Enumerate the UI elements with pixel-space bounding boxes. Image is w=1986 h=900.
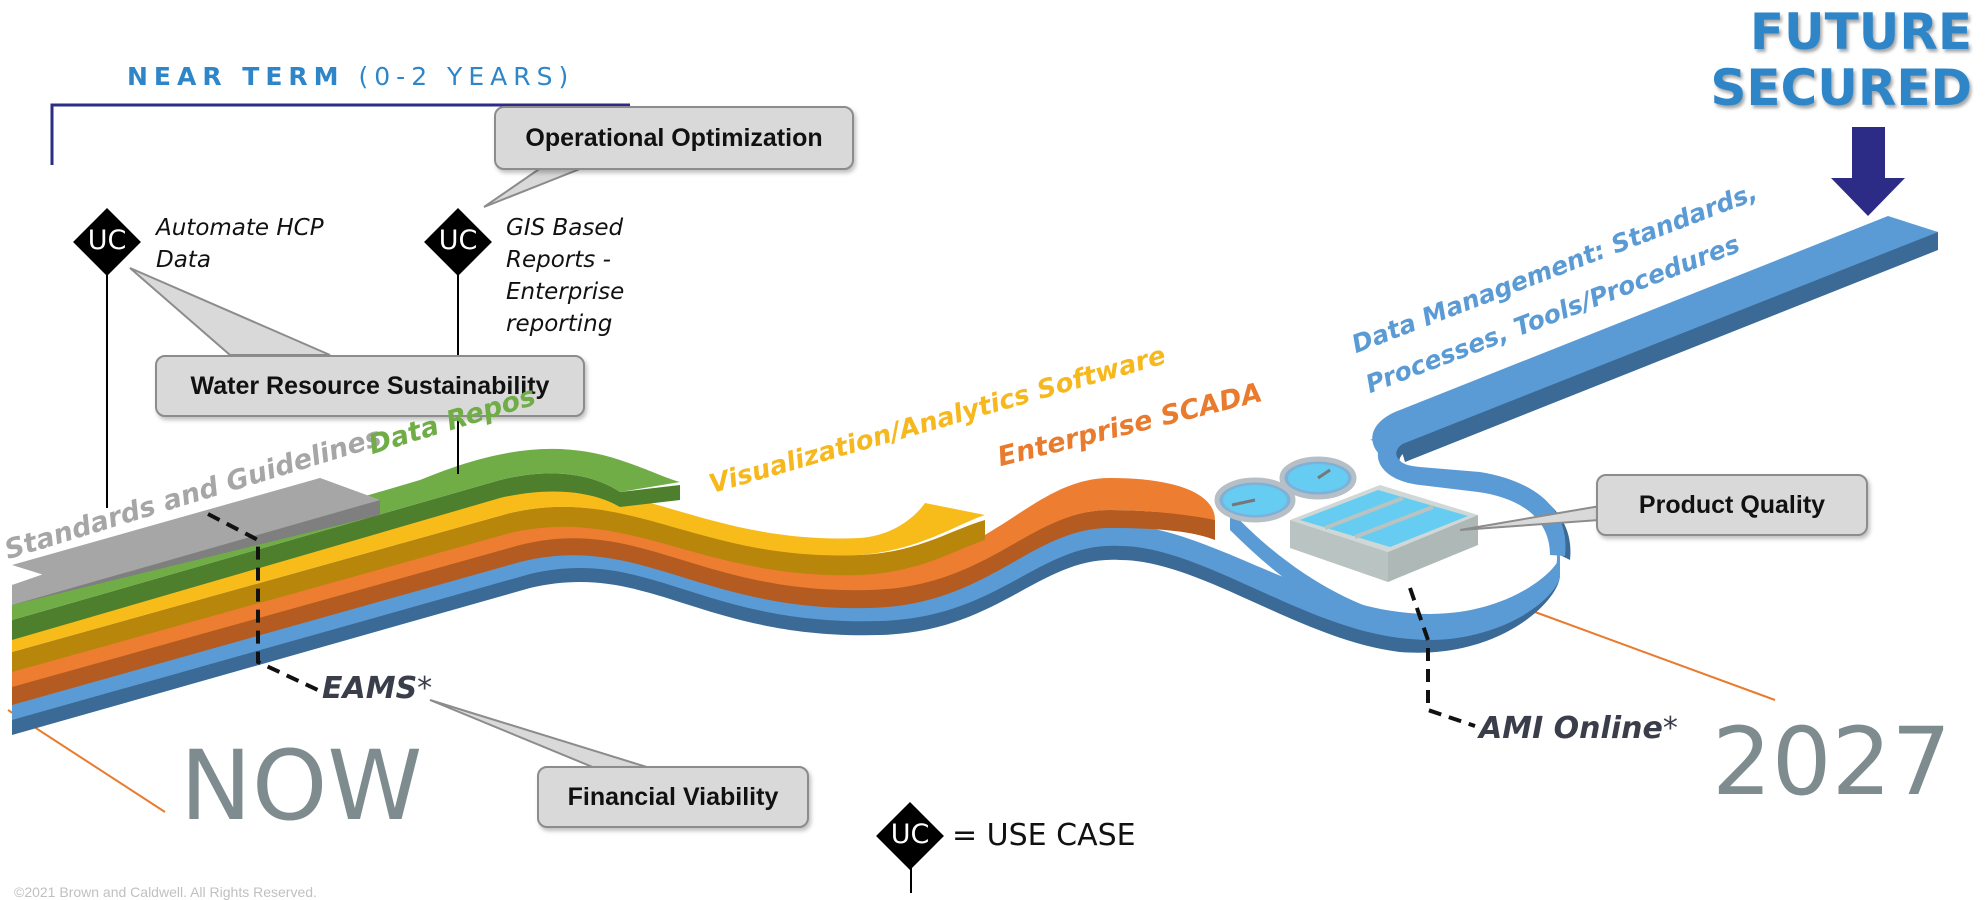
near-term-heading: NEAR TERM (0-2 YEARS)	[127, 62, 574, 91]
timeline-end-year: 2027	[1712, 708, 1952, 817]
near-term-bracket	[50, 103, 630, 165]
system-eams-asterisk: *	[417, 671, 433, 706]
system-ami-name: AMI Online	[1479, 711, 1663, 746]
uc-badge-text: UC	[438, 225, 478, 256]
visualization-road	[12, 488, 985, 672]
uc-badge-text: UC	[87, 225, 127, 256]
near-term-bold: NEAR TERM	[127, 62, 345, 91]
eams-connector	[207, 512, 319, 692]
system-eams-name: EAMS	[322, 671, 418, 706]
treatment-plant-graphic	[1214, 456, 1478, 582]
future-line-2: SECURED	[1710, 59, 1972, 117]
copyright-text: ©2021 Brown and Caldwell. All Rights Res…	[14, 884, 317, 900]
future-line-1: FUTURE	[1749, 3, 1972, 61]
future-secured-title: FUTURE SECURED	[1710, 4, 1972, 116]
callout-financial-viability: Financial Viability	[537, 766, 809, 828]
future-accent-line	[1534, 611, 1776, 701]
uc-label-automate-hcp: Automate HCP Data	[156, 215, 324, 273]
system-ami-online: AMI Online*	[1479, 711, 1678, 746]
data-repository-road	[12, 448, 680, 640]
ami-connector	[1408, 587, 1476, 728]
operational-pointer	[483, 164, 591, 208]
legend-badge-text: UC	[890, 819, 930, 850]
water-resource-pointer	[129, 267, 331, 356]
scada-road	[12, 478, 1215, 705]
system-ami-asterisk: *	[1662, 711, 1678, 746]
callout-water-resource-sustainability: Water Resource Sustainability	[155, 355, 585, 417]
timeline-now: NOW	[180, 730, 423, 842]
future-arrow-icon	[1831, 127, 1905, 216]
legend-use-case-text: = USE CASE	[952, 818, 1136, 853]
callout-operational-optimization: Operational Optimization	[494, 106, 854, 170]
standards-road	[12, 478, 380, 605]
financial-pointer	[429, 699, 651, 769]
system-eams: EAMS*	[322, 671, 432, 706]
callout-product-quality: Product Quality	[1596, 474, 1868, 536]
near-term-range: (0-2 YEARS)	[344, 62, 575, 91]
uc-label-gis-reports: GIS Based Reports - Enterprise reporting	[506, 215, 625, 337]
data-management-road	[12, 216, 1938, 735]
